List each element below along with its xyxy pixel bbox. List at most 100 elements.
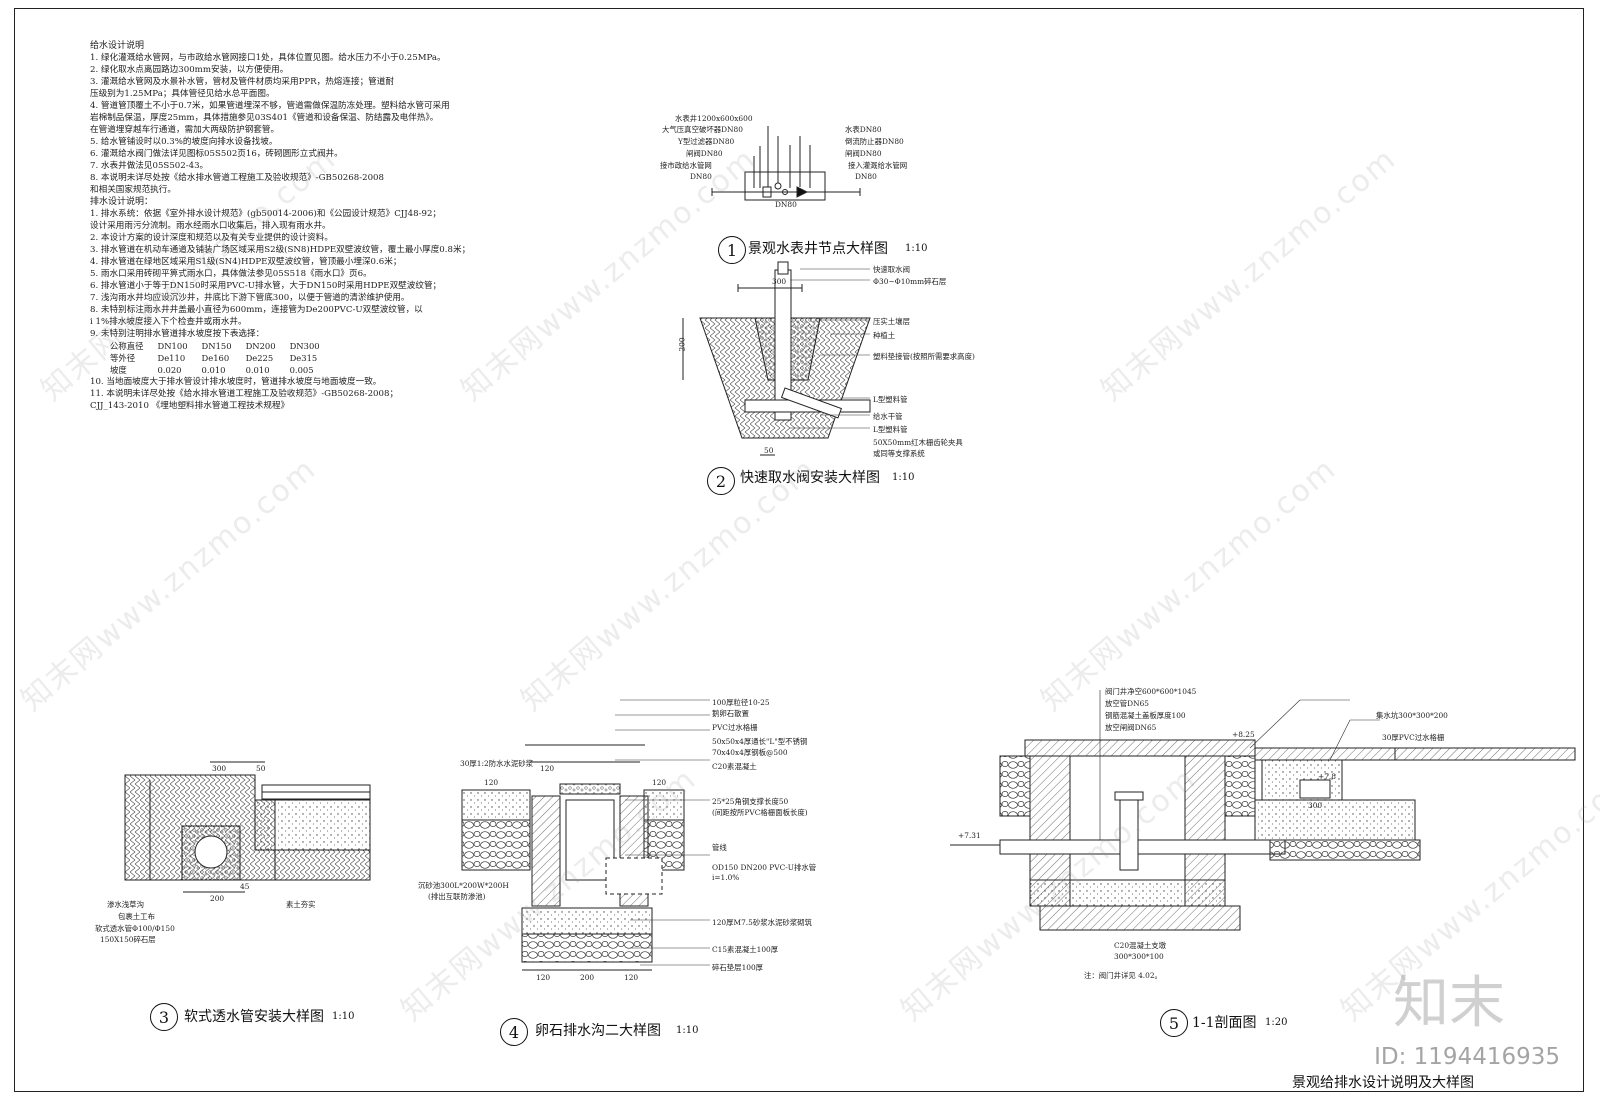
detail5-number: 5	[1160, 1009, 1188, 1037]
detail5-label: 放空闸阀DN65	[1105, 723, 1157, 732]
note-line: 1. 绿化灌溉给水管网，与市政给水管网接口1处，具体位置见图。给水压力不小于0.…	[90, 53, 446, 63]
note-line: CJJ_143-2010 《埋地塑料排水管道工程技术规程》	[90, 401, 290, 411]
table-cell: 0.010	[201, 365, 226, 375]
detail4-label: (间距按所PVC格栅面板长度)	[712, 808, 808, 817]
note-line: 设计采用雨污分流制。雨水经雨水口收集后，排入现有雨水井。	[90, 221, 331, 231]
detail3-number: 3	[150, 1003, 178, 1031]
table-cell: De110	[157, 353, 186, 363]
detail2-label: 50X50mm红木栅齿轮夹具	[873, 438, 963, 447]
note-line: 5. 给水管铺设时以0.3%的坡度向排水设备找坡。	[90, 137, 278, 147]
dimension-label: 120	[652, 778, 667, 787]
table-cell: 公称直径	[110, 341, 144, 351]
table-cell: 坡度	[110, 365, 127, 375]
detail2-number: 2	[707, 467, 735, 495]
dimension-label: 200	[210, 894, 225, 903]
note-line: 11. 本说明未详尽处按《给水排水管道工程施工及验收规范》-GB50268-20…	[90, 389, 399, 399]
brand-logo-text: 知末	[1393, 971, 1505, 1036]
note-line: 在管道埋穿越车行通道，需加大两级防护钢套管。	[90, 125, 280, 135]
detail1-label: 接入灌溉给水管网	[848, 161, 908, 170]
detail1-label: 闸阀DN80	[686, 149, 723, 158]
detail4-label: 沉砂池300L*200W*200H	[418, 881, 509, 890]
detail3-label: 素土夯实	[286, 900, 316, 909]
detail1-scale: 1:10	[905, 243, 928, 254]
dimension-label: 50	[764, 446, 774, 455]
detail4-label: 管线	[712, 843, 727, 852]
dimension-label: 200	[580, 973, 595, 982]
dimension-label: 120	[624, 973, 639, 982]
detail5-title: 1-1剖面图	[1192, 1015, 1257, 1031]
dimension-label: 50	[256, 764, 266, 773]
detail1-label: 接市政给水管网	[660, 161, 712, 170]
detail5-drawing	[950, 690, 1576, 931]
detail4-label: PVC过水格栅	[712, 723, 758, 732]
leader-lines	[615, 268, 1380, 966]
detail4-label: 碎石垫层100厚	[712, 963, 764, 972]
detail2-label: 快速取水阀	[873, 265, 910, 274]
detail3-label: 包裹土工布	[118, 912, 155, 921]
detail5-scale: 1:20	[1265, 1017, 1288, 1028]
dimension-label: 200	[677, 337, 687, 352]
detail2-label: L型塑料管	[873, 395, 908, 404]
detail3-scale: 1:10	[332, 1011, 355, 1022]
note-line: 3. 排水管道在机动车通道及铺装广场区域采用S2级(SN8)HDPE双壁波纹管，…	[90, 245, 471, 255]
detail5-label: 300*300*100	[1114, 952, 1164, 961]
detail2-label: 种植土	[873, 331, 896, 340]
note-line: 压级别为1.25MPa；具体管径见给水总平面图。	[90, 89, 275, 99]
table-cell: De160	[201, 353, 230, 363]
note-line: 2. 本设计方案的设计深度和规范以及有关专业提供的设计资料。	[90, 233, 333, 243]
table-cell: DN300	[289, 341, 320, 351]
detail2-title: 快速取水阀安装大样图	[740, 470, 880, 486]
detail1-label: DN80	[775, 200, 797, 209]
table-cell: 0.010	[245, 365, 270, 375]
note-line: 1. 排水系统：依据《室外排水设计规范》(gb50014-2006)和《公园设计…	[90, 209, 442, 219]
detail1-drawing	[711, 126, 861, 201]
detail4-label: 100厚粒径10-25	[712, 698, 770, 707]
dimension-label: 120	[540, 764, 555, 773]
image-id: ID: 1194416935	[1374, 1044, 1560, 1070]
note-line: 7. 浅沟雨水井均应设沉沙井，井底比下游下管底300，以便于管道的清淤维护使用。	[90, 293, 410, 303]
detail4-title: 卵石排水沟二大样图	[535, 1023, 661, 1039]
detail4-label: OD150 DN200 PVC-U排水管	[712, 863, 817, 872]
detail3-label: 150X150碎石层	[100, 935, 156, 944]
table-cell: DN150	[201, 341, 232, 351]
table-cell: 0.005	[289, 365, 314, 375]
note-line: 9. 未特别注明排水管道排水坡度按下表选择：	[90, 329, 265, 339]
detail5-label: 钢筋混凝土盖板厚度100	[1105, 711, 1186, 720]
note-line: i 1%排水坡度接入下个检查井或雨水井。	[90, 317, 247, 327]
note-line: 3. 灌溉给水管网及水景补水管，管材及管件材质均采用PPR，热熔连接；管道耐	[90, 77, 394, 87]
detail1-label: 水表DN80	[845, 125, 882, 134]
detail3-title: 软式透水管安装大样图	[184, 1009, 324, 1025]
note-line: 6. 排水管道小于等于DN150时采用PVC-U排水管，大于DN150时采用HD…	[90, 281, 442, 291]
detail4-label: 鹅卵石散置	[712, 709, 749, 718]
note-line: 4. 管道管顶覆土不小于0.7米，如果管道埋深不够，管道需做保温防冻处理。塑料给…	[90, 101, 450, 111]
detail4-label: 30厚1:2防水水泥砂浆	[460, 759, 534, 768]
note-line: 8. 未特别标注雨水井井盖最小直径为600mm，连接管为De200PVC-U双壁…	[90, 305, 423, 315]
detail4-scale: 1:10	[676, 1025, 699, 1036]
detail4-label: i=1.0%	[712, 873, 740, 882]
table-row: 坡度 0.020 0.010 0.010 0.005	[110, 364, 334, 376]
detail2-label: L型塑料管	[873, 425, 908, 434]
elevation-label: +8.25	[1232, 730, 1255, 739]
dimension-label: 300	[212, 764, 227, 773]
detail2-label: Φ30~Φ10mm碎石层	[873, 277, 947, 286]
note-line: 岩棉制品保温，厚度25mm，具体措施参见03S401《管道和设备保温、防结露及电…	[90, 113, 439, 123]
water-supply-heading: 给水设计说明	[90, 41, 145, 51]
detail5-label: 集水坑300*300*200	[1376, 711, 1448, 720]
slope-table: 公称直径 DN100 DN150 DN200 DN300 等外径 De110 D…	[110, 340, 334, 376]
detail1-label: 闸阀DN80	[845, 149, 882, 158]
detail2-drawing	[682, 261, 871, 456]
detail1-label: 大气压真空破坏器DN80	[662, 125, 743, 134]
detail4-label: 25*25角钢支撑长度50	[712, 797, 789, 806]
dimension-label: 120	[536, 973, 551, 982]
note-line: 4. 排水管道在绿地区域采用S1级(SN4)HDPE双壁波纹管，管顶最小埋深0.…	[90, 257, 402, 267]
note-line: 8. 本说明未详尽处按《给水排水管道工程施工及验收规范》-GB50268-200…	[90, 173, 384, 183]
detail4-drawing	[461, 744, 685, 971]
design-notes: 给水设计说明 1. 绿化灌溉给水管网，与市政给水管网接口1处，具体位置见图。给水…	[90, 40, 530, 412]
table-row: 公称直径 DN100 DN150 DN200 DN300	[110, 340, 334, 352]
detail4-label: C15素混凝土100厚	[712, 945, 779, 954]
note-line: 2. 绿化取水点离园路边300mm安装，以方便使用。	[90, 65, 289, 75]
table-cell: De315	[289, 353, 318, 363]
dimension-label: 300	[772, 277, 787, 286]
dimension-label: 45	[240, 882, 250, 891]
